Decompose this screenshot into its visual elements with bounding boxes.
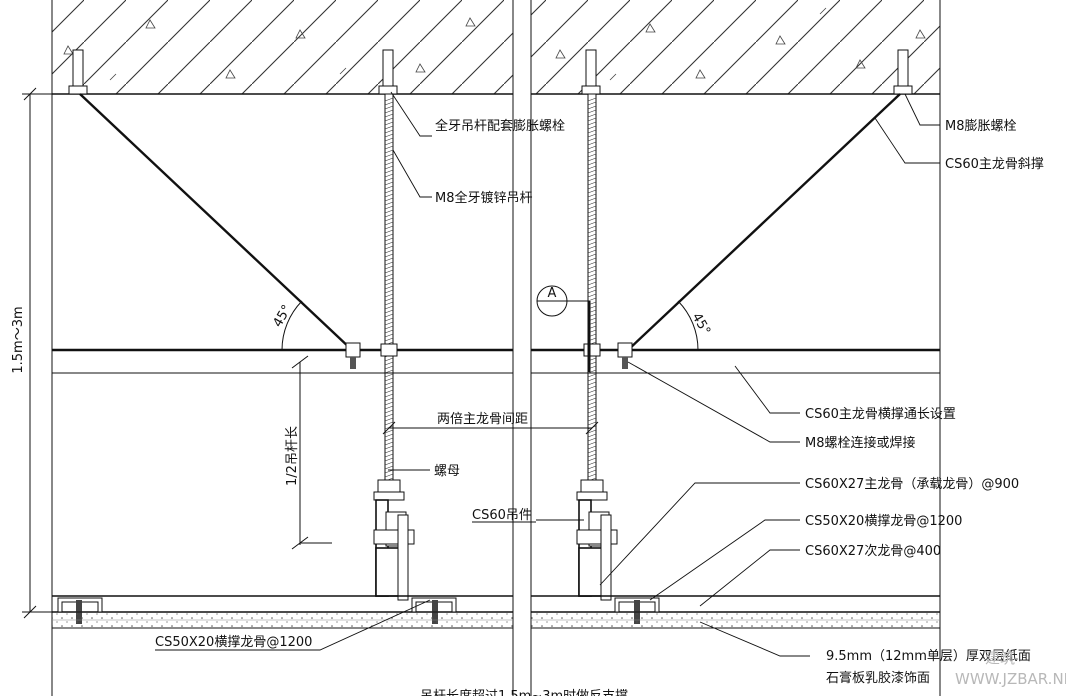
watermark-cn: 建筑 [985,649,1015,667]
gypsum-board [51,611,941,629]
brace-bolt-right [617,342,633,369]
detail-mark-label: A [548,286,557,301]
angle-arc-left [281,300,303,351]
half-rod-dimension [291,355,332,550]
height-range-label: 1.5m～3m [11,306,26,373]
label-main-keel: CS60X27主龙骨（承载龙骨）@900 [805,477,1019,492]
label-bolt-connect: M8螺栓连接或焊接 [805,435,916,451]
concrete-slab-left [52,0,513,95]
label-hanger-part: CS60吊件 [472,508,532,523]
leader-lines [155,91,940,657]
double-spacing-dimension [382,421,599,435]
hanger-assembly-right [576,479,618,601]
label-board-line1: 9.5mm（12mm单层）厚双层纸面 [826,649,1031,664]
brace-bolt-rod-right [583,343,601,357]
aggregate-marks [63,7,926,81]
angle-arc-right [677,300,699,351]
label-cross-keel-left: CS50X20横撑龙骨@1200 [155,635,312,650]
angle-right-label: 45° [689,311,714,338]
diagonal-brace-left [79,93,353,351]
brace-bolt-left [345,342,361,369]
label-cross-brace-full: CS60主龙骨横撑通长设置 [805,407,956,422]
threaded-rod-right [587,93,597,491]
watermark-url: WWW.JZBAR.NET [955,670,1066,688]
brace-bolt-rod-left [380,343,398,357]
frame-lines [51,0,941,696]
label-expansion-bolt: M8膨胀螺栓 [945,119,1017,134]
detail-mark-a [536,285,591,372]
label-threaded-rod: M8全牙镀锌吊杆 [435,190,533,206]
angle-left-label: 45° [270,303,295,330]
label-hanger-bolt-set: 全牙吊杆配套膨胀螺栓 [435,118,565,134]
hanger-assembly-left [373,479,415,601]
half-rod-label: 1/2吊杆长 [285,426,300,486]
expansion-bolt-right-2 [893,49,913,95]
double-spacing-label: 两倍主龙骨间距 [437,412,528,427]
expansion-bolt-left-1 [68,49,88,95]
concrete-slab-right [531,0,940,95]
diagonal-brace-right [627,93,901,351]
cross-brace-horizontal [52,348,940,374]
height-dimension [22,87,70,619]
label-cross-keel-right: CS50X20横撑龙骨@1200 [805,514,962,529]
label-sub-keel: CS60X27次龙骨@400 [805,543,941,559]
bottom-caption: 吊杆长度超过1.5m~3m时做反支撑 [420,688,628,696]
label-diagonal-brace: CS60主龙骨斜撑 [945,157,1044,172]
label-board-line2: 石膏板乳胶漆饰面 [826,670,930,686]
label-nut: 螺母 [434,464,460,479]
sub-keel-line [52,595,940,613]
